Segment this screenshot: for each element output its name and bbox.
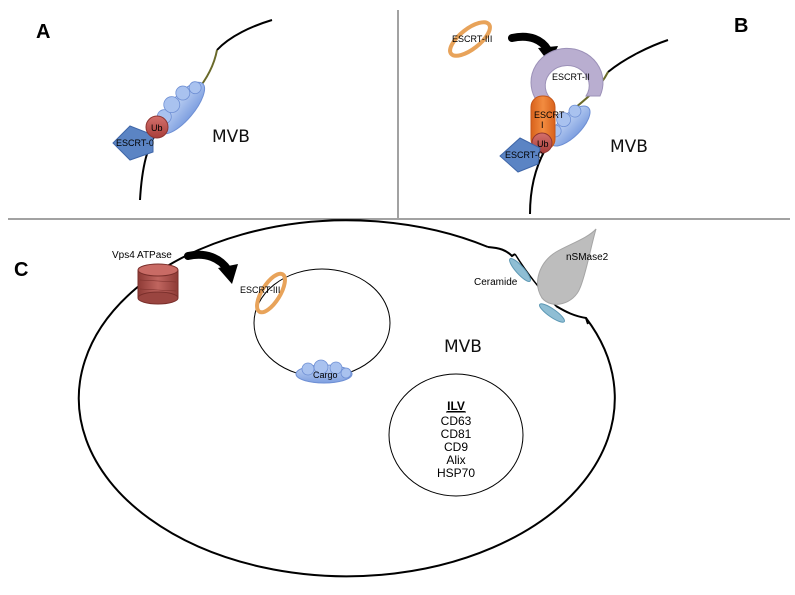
panel-c: C Ceramide nSMase2 ESCRT-III Cargo [14,219,616,578]
ilv-marker: CD63 [441,414,472,428]
ilv-marker: CD9 [444,440,468,454]
escrt-i-label-line1: ESCRT [534,110,565,120]
mvb-label-a: MVB [212,127,250,147]
membrane [529,149,546,215]
escrt-iii-ring-c [255,271,287,315]
vps4-label: Vps4 ATPase [112,250,172,261]
nsmase2-enzyme [537,228,597,305]
ubiquitin [145,115,169,139]
escrt-0-label-b: ESCRT-0 [505,150,543,160]
nsmase2-label: nSMase2 [566,252,609,263]
ilv-marker: HSP70 [437,466,475,480]
membrane-invagination [555,305,589,325]
ceramide-label: Ceramide [474,277,518,288]
escrt-ii-label: ESCRT-II [552,72,590,82]
escrt-0-label: ESCRT-0 [116,138,154,148]
escrt-iii-label-b: ESCRT-III [452,34,492,44]
ilv-marker: CD81 [441,427,472,441]
escrt-ii-arch [530,47,604,99]
ilv-vesicle [388,373,524,497]
mvb-membrane [77,219,616,578]
mvb-label-c: MVB [444,337,482,357]
ceramide-segment [509,258,531,282]
ub-label: Ub [151,123,163,133]
membrane [216,19,273,51]
escrt-iii-label-c: ESCRT-III [240,285,280,295]
cargo-protein-c [295,359,353,384]
ilv-marker-list: CD63 CD81 CD9 Alix HSP70 [437,414,475,480]
escrt-iii-ring [448,20,492,58]
ilv-marker: Alix [446,453,465,467]
cargo-label: Cargo [313,370,338,380]
panel-b: B ESCRT-III ESCRT-II ESCRT I Ub ESCRT-0 … [448,15,748,215]
panel-a-letter: A [36,21,50,43]
ceramide-segment [539,303,565,323]
panel-a: A ESCRT-0 Ub MVB [36,19,273,201]
ub-label-b: Ub [537,139,549,149]
mvb-label-b: MVB [610,137,648,157]
panel-b-letter: B [734,15,748,37]
mvb-membrane-notch [487,246,516,258]
escrt-i-label-line2: I [541,120,544,130]
panel-c-letter: C [14,259,28,281]
arrow-head-c [218,264,238,284]
escrt-0-pentagon-b [499,137,541,173]
membrane [607,39,669,73]
vps4-atpase-cylinder [137,263,179,305]
ilv-title: ILV [447,399,465,413]
